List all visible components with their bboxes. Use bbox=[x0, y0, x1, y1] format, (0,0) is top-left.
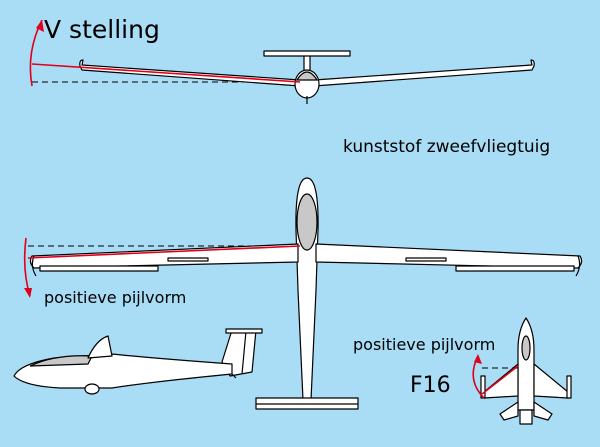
sweep-red-line bbox=[27, 245, 301, 259]
title-v-stelling: V stelling bbox=[44, 15, 160, 44]
f16-missile-right bbox=[566, 375, 572, 399]
dihedral-arrow-head bbox=[36, 20, 44, 32]
glider-side-view bbox=[13, 328, 263, 395]
f16-nozzle bbox=[519, 409, 533, 425]
side-tailplane bbox=[225, 328, 263, 334]
f16-fuselage bbox=[517, 317, 535, 411]
side-wheel bbox=[84, 383, 100, 395]
sweep-angle-arc bbox=[23, 237, 31, 297]
dihedral-red-line bbox=[31, 63, 301, 83]
glider-front-view bbox=[29, 19, 535, 104]
top-aileron-right bbox=[455, 265, 575, 272]
glider-top-view bbox=[23, 177, 583, 410]
side-rudder-hinge bbox=[241, 330, 247, 375]
side-wing-root bbox=[87, 335, 113, 359]
front-wing-right bbox=[313, 59, 535, 87]
front-tailplane bbox=[263, 50, 351, 57]
f16-sweep-red-line bbox=[481, 365, 519, 395]
top-canopy bbox=[296, 193, 318, 251]
subtitle-kunststof: kunststof zweefvliegtuig bbox=[343, 137, 550, 157]
label-f16: F16 bbox=[410, 373, 451, 398]
f16-top-view bbox=[472, 317, 572, 425]
top-aileron-left bbox=[39, 265, 159, 272]
sweep-arrow-head bbox=[24, 288, 32, 298]
f16-tail-right bbox=[533, 401, 553, 421]
top-spoiler-left bbox=[167, 257, 209, 262]
f16-tail-left bbox=[499, 401, 519, 421]
f16-arrow-head bbox=[474, 354, 482, 364]
label-positieve-pijlvorm-glider: positieve pijlvorm bbox=[44, 288, 186, 307]
front-canopy bbox=[295, 71, 319, 81]
side-fuselage bbox=[13, 353, 233, 389]
top-spoiler-right bbox=[405, 257, 447, 262]
top-winglet-right bbox=[575, 255, 581, 277]
top-wing-left bbox=[29, 243, 299, 269]
side-tailskid bbox=[231, 373, 237, 379]
f16-canopy bbox=[521, 335, 531, 361]
label-positieve-pijlvorm-f16: positieve pijlvorm bbox=[353, 335, 495, 354]
f16-wing-right bbox=[533, 363, 569, 399]
top-wing-right bbox=[315, 243, 583, 269]
